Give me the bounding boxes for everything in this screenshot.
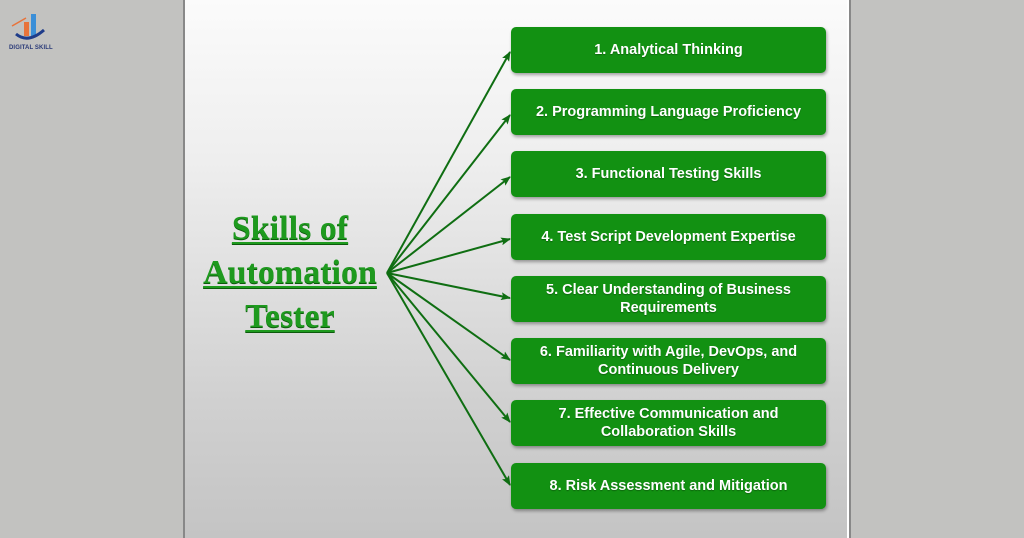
skill-box-2: 2. Programming Language Proficiency [511,89,826,135]
skill-box-4: 4. Test Script Development Expertise [511,214,826,260]
growth-chart-icon [11,14,45,40]
diagram-title: Skills of Automation Tester [195,207,385,339]
skill-box-1: 1. Analytical Thinking [511,27,826,73]
title-line-2: Automation [203,254,377,291]
skill-box-5: 5. Clear Understanding of Business Requi… [511,276,826,322]
skill-box-3: 3. Functional Testing Skills [511,151,826,197]
title-line-1: Skills of [231,210,349,247]
skill-box-8: 8. Risk Assessment and Mitigation [511,463,826,509]
skill-box-6: 6. Familiarity with Agile, DevOps, and C… [511,338,826,384]
digital-skill-logo: DIGITAL SKILL [4,8,60,51]
logo-text: DIGITAL SKILL [9,45,53,51]
title-line-3: Tester [245,298,335,335]
skill-box-7: 7. Effective Communication and Collabora… [511,400,826,446]
